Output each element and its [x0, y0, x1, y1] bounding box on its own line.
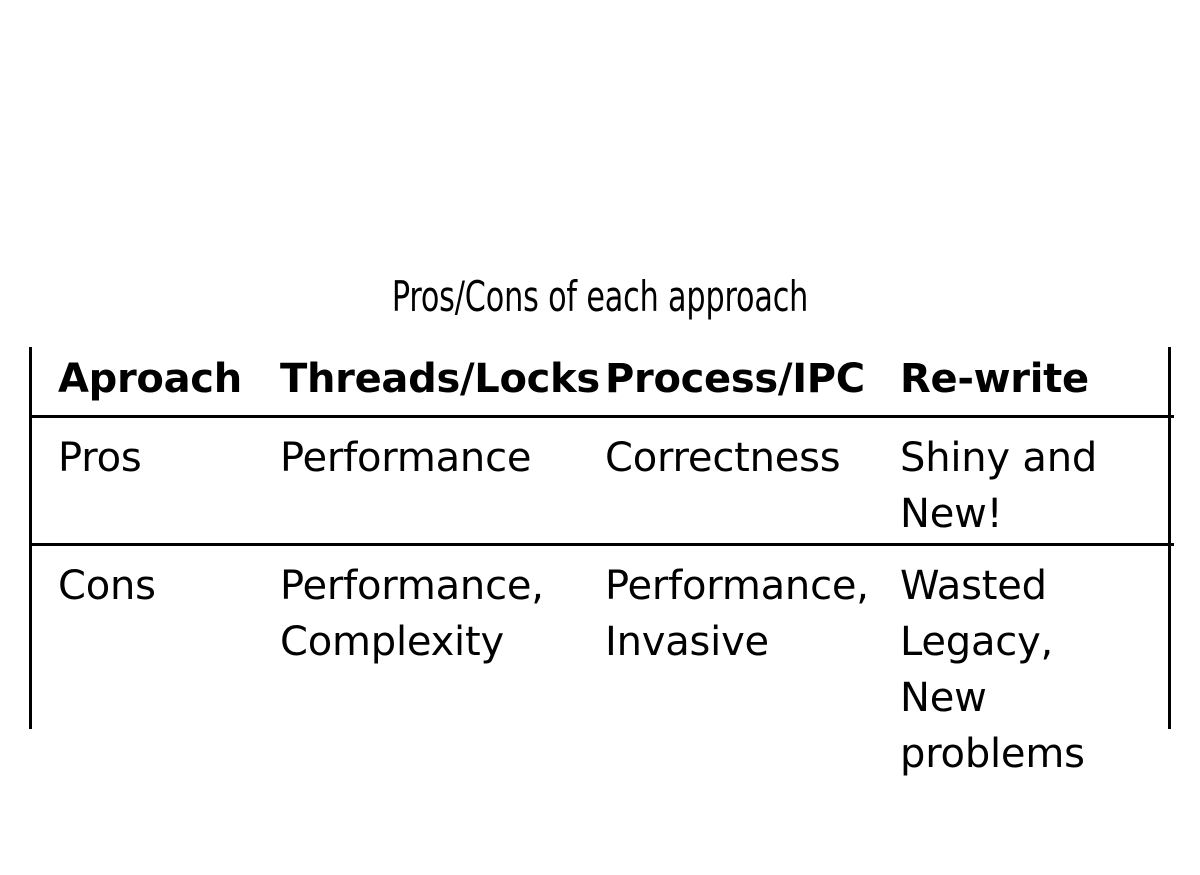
- cell-text-pros-threads-locks: Performance: [280, 435, 532, 481]
- table-header-cell-approach: Aproach: [32, 347, 254, 417]
- cell-text-pros-re-write: Shiny and New!: [900, 435, 1098, 537]
- cell-text-cons-process-ipc: Performance, Invasive: [605, 563, 869, 665]
- cell-text-pros-process-ipc: Correctness: [605, 435, 841, 481]
- page-title: Pros/Cons of each approach: [391, 272, 809, 321]
- cell-pros-process-ipc: Correctness: [579, 417, 874, 545]
- cell-cons-threads-locks: Performance, Complexity: [254, 545, 579, 783]
- table-header-cell-re-write: Re-write: [874, 347, 1174, 417]
- cell-cons-re-write: Wasted Legacy, New problems: [874, 545, 1174, 783]
- table-header-cell-process-ipc: Process/IPC: [579, 347, 874, 417]
- table-row: Pros Performance Correctness Shiny and N…: [32, 417, 1174, 545]
- pros-cons-table: Aproach Threads/Locks Process/IPC Re-wri…: [32, 347, 1174, 782]
- row-label-pros: Pros: [58, 435, 142, 481]
- header-label-re-write: Re-write: [900, 356, 1089, 402]
- table-row: Cons Performance, Complexity Performance…: [32, 545, 1174, 783]
- table-header-cell-threads-locks: Threads/Locks: [254, 347, 600, 417]
- header-label-approach: Aproach: [58, 356, 242, 402]
- header-label-threads-locks: Threads/Locks: [280, 356, 600, 402]
- cell-text-cons-threads-locks: Performance, Complexity: [280, 563, 544, 665]
- cell-pros-re-write: Shiny and New!: [874, 417, 1174, 545]
- cell-text-cons-re-write: Wasted Legacy, New problems: [900, 563, 1085, 777]
- cell-pros-threads-locks: Performance: [254, 417, 579, 545]
- row-label-cell-cons: Cons: [32, 545, 254, 783]
- cell-cons-process-ipc: Performance, Invasive: [579, 545, 874, 783]
- row-label-cons: Cons: [58, 563, 156, 609]
- pros-cons-table-container: Aproach Threads/Locks Process/IPC Re-wri…: [29, 347, 1174, 777]
- table-header-row: Aproach Threads/Locks Process/IPC Re-wri…: [32, 347, 1174, 417]
- row-label-cell-pros: Pros: [32, 417, 254, 545]
- header-label-process-ipc: Process/IPC: [605, 356, 865, 402]
